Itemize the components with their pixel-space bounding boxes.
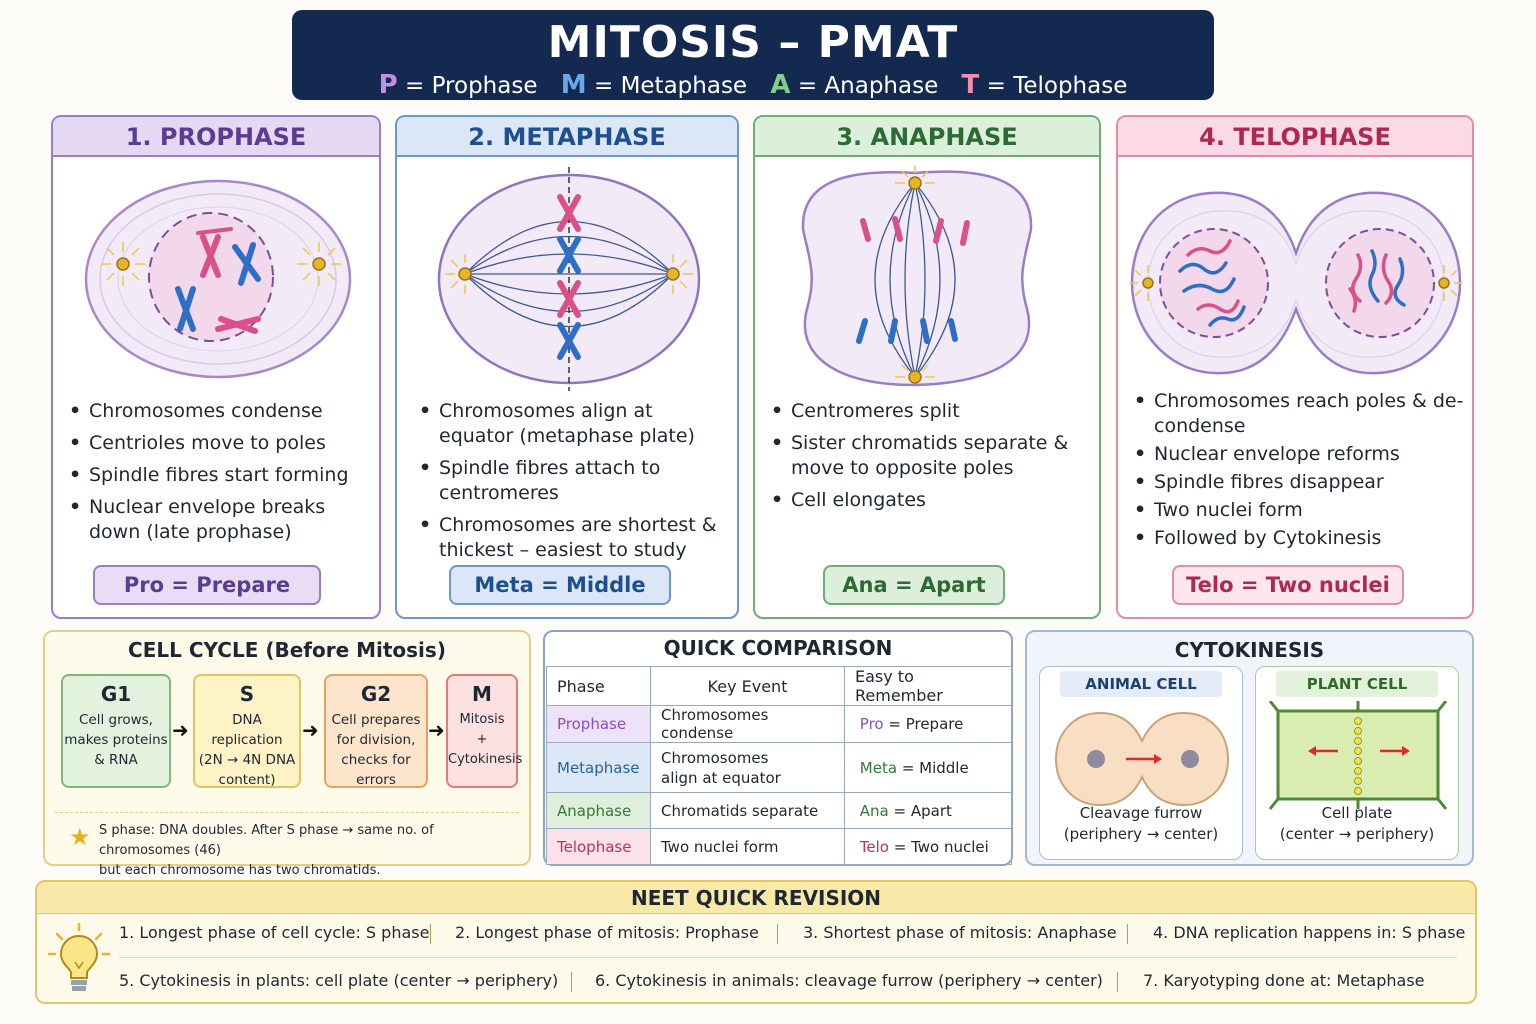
list-item: Chromosomes align at equator (metaphase …	[419, 399, 731, 449]
cell-cycle-panel: CELL CYCLE (Before Mitosis) G1 Cell grow…	[43, 630, 531, 878]
neet-revision-panel: NEET QUICK REVISION 1. Longest phase of …	[35, 880, 1477, 1004]
prophase-points: Chromosomes condense Centrioles move to …	[69, 399, 373, 552]
table-row: Prophase Chromosomes condense Pro = Prep…	[546, 705, 1012, 743]
centriole-left-icon	[1130, 265, 1154, 301]
neet-fact: 1. Longest phase of cell cycle: S phase	[119, 923, 430, 942]
anaphase-title: 3. ANAPHASE	[755, 117, 1099, 157]
page-title: MITOSIS – PMAT	[547, 17, 959, 68]
table-header-row: Phase Key Event Easy to Remember	[546, 666, 1012, 706]
prophase-card: 1. PROPHASE Chromosomes	[51, 115, 381, 619]
s-phase-note: ★ S phase: DNA doubles. After S phase → …	[55, 812, 519, 878]
centriole-right-icon	[666, 254, 693, 294]
neet-fact: 7. Karyotyping done at: Metaphase	[1143, 971, 1425, 990]
star-icon: ★	[69, 823, 91, 851]
prophase-cell-diagram	[84, 179, 352, 379]
legend-p: P = Prophase	[378, 70, 538, 100]
table-row: Telophase Two nuclei form Telo = Two nuc…	[546, 828, 1012, 865]
table-row: Metaphase Chromosomes align at equator M…	[546, 742, 1012, 793]
legend-m: M = Metaphase	[560, 70, 748, 100]
animal-cell-panel: ANIMAL CELL Cleavage furrow(periphery → …	[1039, 666, 1243, 860]
centriole-right-icon	[1438, 265, 1462, 301]
telophase-card: 4. TELOPHASE Chromosomes reach pol	[1116, 115, 1474, 619]
metaphase-cell-diagram	[437, 167, 701, 391]
cell-cycle-title: CELL CYCLE (Before Mitosis)	[128, 638, 446, 662]
metaphase-mnemonic: Meta = Middle	[449, 565, 671, 605]
list-item: Spindle fibres disappear	[1134, 470, 1466, 495]
list-item: Spindle fibres attach to centromeres	[419, 456, 731, 506]
list-item: Centromeres split	[771, 399, 1093, 424]
telophase-title: 4. TELOPHASE	[1118, 117, 1472, 157]
telophase-cell-diagram	[1130, 191, 1462, 375]
metaphase-points: Chromosomes align at equator (metaphase …	[419, 399, 731, 570]
neet-row-2: 5. Cytokinesis in plants: cell plate (ce…	[119, 966, 1465, 996]
neet-fact: 4. DNA replication happens in: S phase	[1153, 923, 1466, 942]
list-item: Chromosomes condense	[69, 399, 373, 424]
arrow-right-icon: ➜	[302, 718, 319, 742]
stage-m: M Mitosis+Cytokinesis	[446, 674, 522, 788]
list-item: Sister chromatids separate & move to opp…	[771, 431, 1093, 481]
comparison-table: Phase Key Event Easy to Remember Prophas…	[546, 666, 1012, 865]
centriole-right-icon	[297, 242, 341, 286]
plant-cell-diagram	[1268, 701, 1448, 810]
title-banner: MITOSIS – PMAT P = Prophase M = Metaphas…	[292, 10, 1214, 100]
stage-g1: G1 Cell grows,makes proteins& RNA	[61, 674, 171, 788]
centriole-left-icon	[101, 242, 145, 286]
comparison-title: QUICK COMPARISON	[663, 636, 893, 660]
metaphase-card: 2. METAPHASE Chromosomes align at equato…	[395, 115, 739, 619]
neet-fact: 5. Cytokinesis in plants: cell plate (ce…	[119, 971, 559, 990]
pmat-legend: P = Prophase M = Metaphase A = Anaphase …	[292, 70, 1214, 100]
lightbulb-icon	[47, 922, 111, 991]
neet-fact: 6. Cytokinesis in animals: cleavage furr…	[595, 971, 1103, 990]
centriole-bottom-icon	[895, 364, 935, 384]
quick-comparison-panel: QUICK COMPARISON Phase Key Event Easy to…	[543, 630, 1013, 866]
list-item: Centrioles move to poles	[69, 431, 373, 456]
table-row: Anaphase Chromatids separate Ana = Apart	[546, 792, 1012, 829]
anaphase-cell-diagram	[801, 165, 1033, 387]
neet-fact: 2. Longest phase of mitosis: Prophase	[455, 923, 759, 942]
cytokinesis-panel: CYTOKINESIS ANIMAL CELL Cleavage furrow(…	[1025, 630, 1474, 866]
anaphase-mnemonic: Ana = Apart	[823, 565, 1005, 605]
arrow-right-icon: ➜	[172, 718, 189, 742]
list-item: Nuclear envelope reforms	[1134, 442, 1466, 467]
anaphase-points: Centromeres split Sister chromatids sepa…	[771, 399, 1093, 520]
centriole-top-icon	[895, 165, 935, 190]
list-item: Chromosomes reach poles & de-condense	[1134, 389, 1466, 439]
prophase-mnemonic: Pro = Prepare	[93, 565, 321, 605]
arrow-right-icon: ➜	[428, 718, 445, 742]
animal-cell-diagram	[1054, 711, 1230, 807]
neet-row-1: 1. Longest phase of cell cycle: S phase …	[119, 918, 1465, 948]
plant-cell-panel: PLANT CELL Cell plate(center → periphery…	[1255, 666, 1459, 860]
legend-a: A = Anaphase	[770, 70, 939, 100]
prophase-title: 1. PROPHASE	[53, 117, 379, 157]
centriole-left-icon	[445, 254, 472, 294]
list-item: Two nuclei form	[1134, 498, 1466, 523]
anaphase-card: 3. ANAPHASE Centromeres split Sister chr	[753, 115, 1101, 619]
list-item: Nuclear envelope breaks down (late proph…	[69, 495, 373, 545]
telophase-mnemonic: Telo = Two nuclei	[1172, 565, 1404, 605]
list-item: Chromosomes are shortest & thickest – ea…	[419, 513, 731, 563]
legend-t: T = Telophase	[961, 70, 1128, 100]
metaphase-title: 2. METAPHASE	[397, 117, 737, 157]
list-item: Spindle fibres start forming	[69, 463, 373, 488]
neet-title: NEET QUICK REVISION	[37, 882, 1475, 914]
telophase-points: Chromosomes reach poles & de-condense Nu…	[1134, 389, 1466, 554]
list-item: Followed by Cytokinesis	[1134, 526, 1466, 551]
neet-fact: 3. Shortest phase of mitosis: Anaphase	[803, 923, 1117, 942]
list-item: Cell elongates	[771, 488, 1093, 513]
cytokinesis-title: CYTOKINESIS	[1174, 638, 1325, 662]
